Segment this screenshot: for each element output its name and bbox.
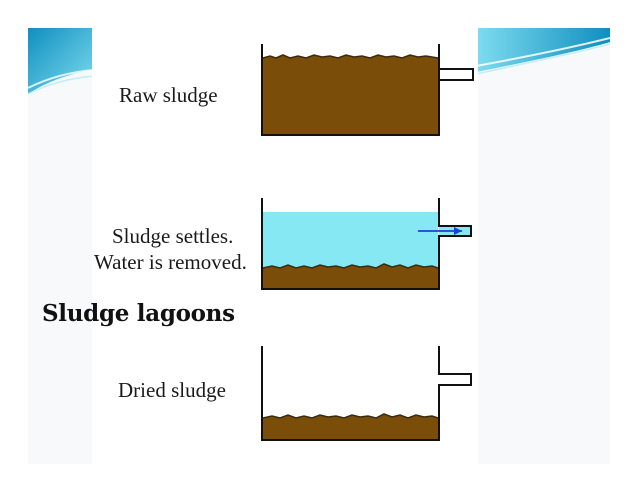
slide-title: Sludge lagoons [42,300,235,327]
settling-tank [261,198,472,290]
raw-sludge-surface [262,54,439,59]
right-arrow-icon [418,227,462,235]
dried-sludge-label: Dried sludge [118,378,226,402]
sludge-settles-label: Sludge settles. [112,224,234,248]
settling-tank-outline [261,198,472,290]
settled-sludge-surface [262,263,439,269]
water-layer [263,212,438,272]
dried-tank-outline [261,346,472,441]
settled-sludge-fill [263,264,438,288]
top-right-swoosh-icon [476,28,610,75]
raw-tank-outline [261,44,474,136]
dried-sludge-surface [262,413,439,419]
dried-sludge-tank [261,346,472,441]
raw-sludge-fill [263,55,438,134]
water-removed-label: Water is removed. [94,250,247,274]
dried-sludge-fill [263,414,438,439]
raw-sludge-tank [261,44,474,136]
top-left-swoosh-icon [28,28,95,95]
raw-sludge-label: Raw sludge [119,83,218,107]
